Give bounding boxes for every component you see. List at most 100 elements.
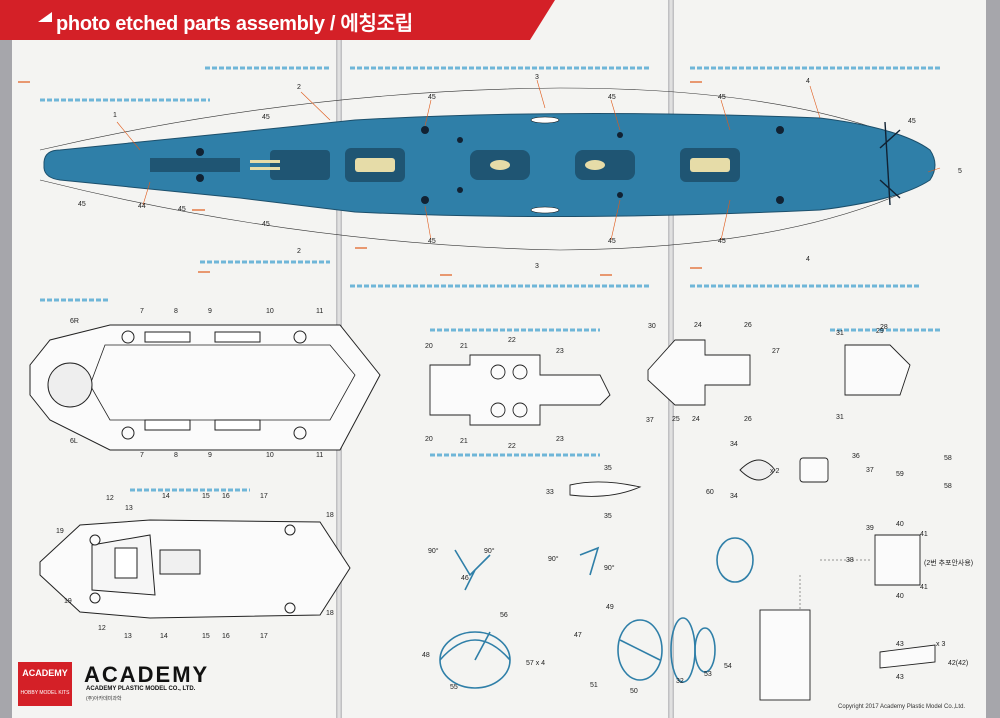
banner-arrow-icon xyxy=(38,12,52,22)
label-part-22: 22 xyxy=(508,337,516,344)
label-part-18-b: 18 xyxy=(326,610,334,617)
copyright-text: Copyright 2017 Academy Plastic Model Co.… xyxy=(838,704,966,710)
label-part-23-b: 23 xyxy=(556,436,564,443)
label-part-25: 25 xyxy=(672,416,680,423)
hull-outline-lower xyxy=(39,179,931,251)
label-part-6l: 6L xyxy=(70,438,78,445)
label-part-45-f: 45 xyxy=(608,94,616,101)
label-part-55: 55 xyxy=(450,684,458,691)
label-part-32: 32 xyxy=(676,678,684,685)
label-qty-x3: x 3 xyxy=(936,641,946,648)
label-part-17-b: 17 xyxy=(260,633,268,640)
label-part-14-b: 14 xyxy=(160,633,168,640)
label-part-1: 1 xyxy=(113,112,117,119)
deck-plan-lower xyxy=(39,519,351,619)
label-part-26: 26 xyxy=(744,322,752,329)
label-part-45-h: 45 xyxy=(718,94,726,101)
label-part-13-b: 13 xyxy=(124,633,132,640)
page-title: photo etched parts assembly / 에칭조립 xyxy=(56,13,413,35)
academy-logo-box: ACADEMY HOBBY MODEL KITS xyxy=(18,662,72,706)
label-part-16: 16 xyxy=(222,493,230,500)
label-part-42: 42(42) xyxy=(948,660,969,667)
note-korean: (2번 추포안사용) xyxy=(924,560,974,567)
label-part-45-b: 45 xyxy=(262,114,270,121)
label-part-43: 43 xyxy=(896,641,904,648)
label-part-8-b: 8 xyxy=(174,452,178,459)
academy-wordmark: ACADEMY xyxy=(84,662,210,687)
label-part-27: 27 xyxy=(772,348,780,355)
deck-plan-upper xyxy=(29,324,381,451)
label-part-49: 49 xyxy=(606,604,614,611)
left-page-edge xyxy=(0,0,12,718)
right-page-edge xyxy=(986,0,1000,718)
label-part-10: 10 xyxy=(266,308,274,315)
label-part-31-b: 31 xyxy=(836,414,844,421)
label-part-45-e: 45 xyxy=(428,238,436,245)
label-part-19-b: 19 xyxy=(64,598,72,605)
label-part-20-b: 20 xyxy=(425,436,433,443)
label-part-45-k: 45 xyxy=(178,206,186,213)
label-part-21-b: 21 xyxy=(460,438,468,445)
label-part-51: 51 xyxy=(590,682,598,689)
label-angle-90-d: 90° xyxy=(604,565,615,572)
radar-parts xyxy=(439,537,754,689)
label-part-35: 35 xyxy=(604,465,612,472)
label-part-48: 48 xyxy=(422,652,430,659)
superstructure-parts xyxy=(429,339,936,701)
label-part-33: 33 xyxy=(546,489,554,496)
label-part-45-j: 45 xyxy=(908,118,916,125)
logo-box-name: ACADEMY xyxy=(22,668,68,678)
label-part-53: 53 xyxy=(704,671,712,678)
label-part-19: 19 xyxy=(56,528,64,535)
label-part-40: 40 xyxy=(896,521,904,528)
leader-lines xyxy=(116,79,941,241)
label-part-21: 21 xyxy=(460,343,468,350)
label-part-15-b: 15 xyxy=(202,633,210,640)
label-part-41: 41 xyxy=(920,531,928,538)
label-part-6r: 6R xyxy=(70,318,79,325)
label-part-17: 17 xyxy=(260,493,268,500)
label-part-36: 36 xyxy=(852,453,860,460)
label-part-45-a: 45 xyxy=(78,201,86,208)
label-part-38: 38 xyxy=(846,557,854,564)
label-part-58-b: 58 xyxy=(944,483,952,490)
label-part-50: 50 xyxy=(630,688,638,695)
label-part-10-b: 10 xyxy=(266,452,274,459)
label-part-11-b: 11 xyxy=(316,452,324,459)
label-part-23: 23 xyxy=(556,348,564,355)
label-part-24-b: 24 xyxy=(692,416,700,423)
label-part-4-upper: 4 xyxy=(806,78,810,85)
red-leader-arrows xyxy=(18,81,702,276)
label-part-9: 9 xyxy=(208,308,212,315)
label-part-31: 31 xyxy=(836,330,844,337)
label-part-2-upper: 2 xyxy=(297,84,301,91)
label-part-37: 37 xyxy=(646,417,654,424)
hull-outline-upper xyxy=(39,87,931,151)
label-part-5: 5 xyxy=(958,168,962,175)
label-part-45-c: 45 xyxy=(262,221,270,228)
label-part-3-lower: 3 xyxy=(535,263,539,270)
label-part-16-b: 16 xyxy=(222,633,230,640)
label-part-59: 59 xyxy=(896,471,904,478)
label-part-28: 28 xyxy=(880,324,888,331)
battleship-hull xyxy=(43,112,936,218)
label-part-7-b: 7 xyxy=(140,452,144,459)
label-part-15: 15 xyxy=(202,493,210,500)
logo-box-tag: HOBBY MODEL KITS xyxy=(20,690,70,696)
label-part-58: 58 xyxy=(944,455,952,462)
label-angle-90-b: 90° xyxy=(484,548,495,555)
label-part-30: 30 xyxy=(648,323,656,330)
label-part-3-upper: 3 xyxy=(535,74,539,81)
label-part-20: 20 xyxy=(425,343,433,350)
label-part-7: 7 xyxy=(140,308,144,315)
label-part-14: 14 xyxy=(162,493,170,500)
label-part-35-b: 35 xyxy=(604,513,612,520)
label-part-8: 8 xyxy=(174,308,178,315)
label-part-11: 11 xyxy=(316,308,324,315)
label-part-39: 39 xyxy=(866,525,874,532)
label-part-60: 60 xyxy=(706,489,714,496)
label-part-45-d: 45 xyxy=(428,94,436,101)
label-part-43-b: 43 xyxy=(896,674,904,681)
label-part-40-b: 40 xyxy=(896,593,904,600)
